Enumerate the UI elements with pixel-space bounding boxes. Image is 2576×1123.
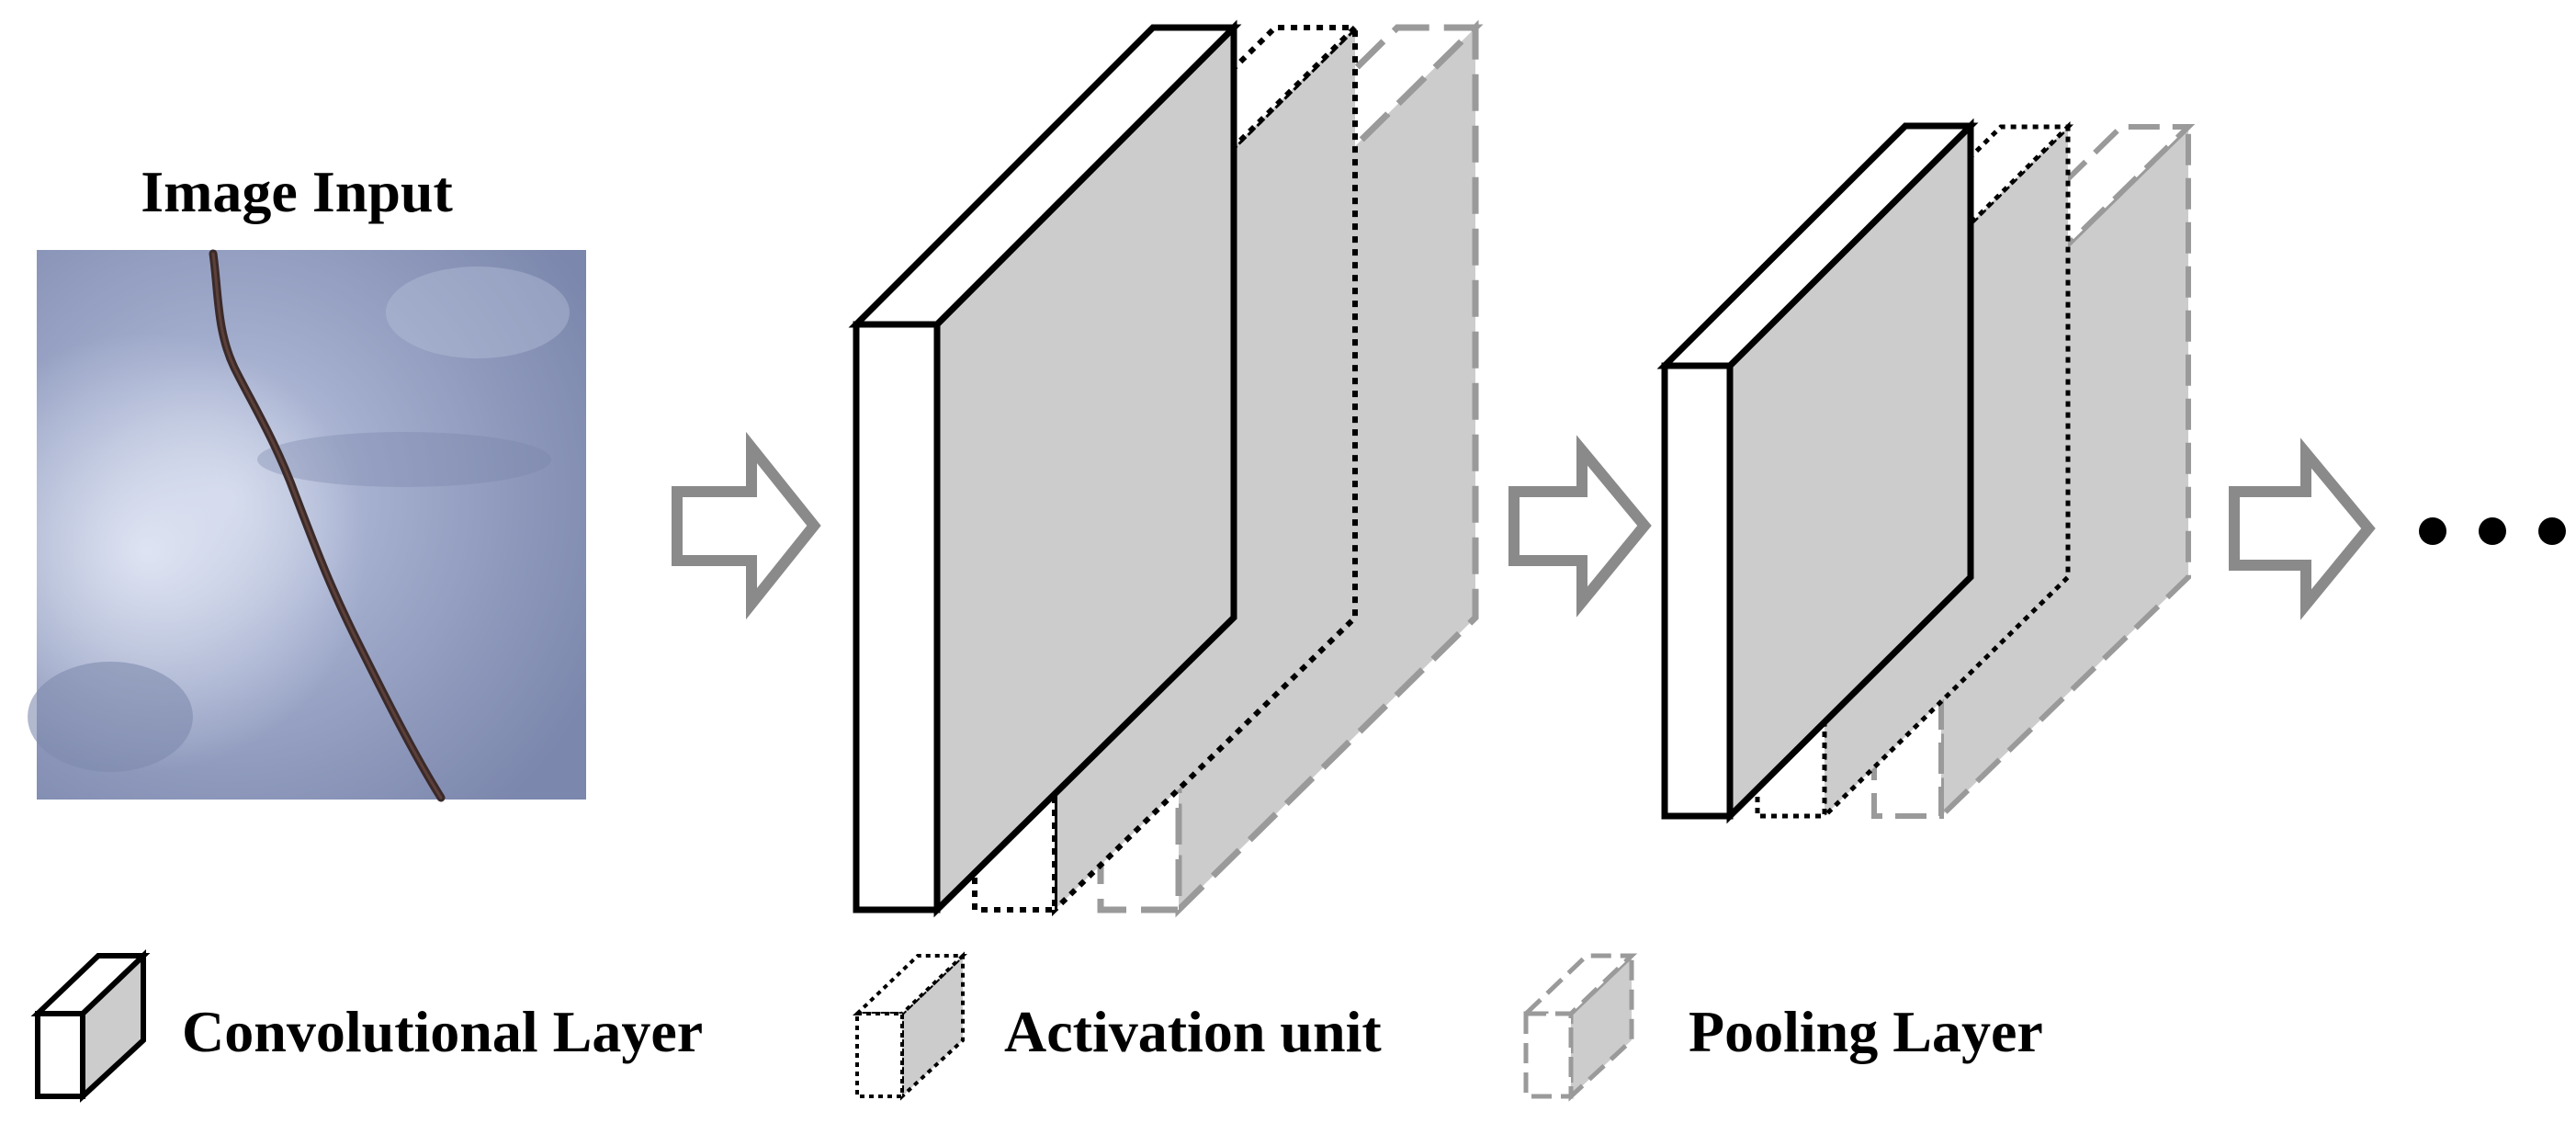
right-arrow-icon xyxy=(2229,437,2376,620)
layer-block-2 xyxy=(1656,118,2196,824)
activation-legend-cube-icon xyxy=(853,951,967,1101)
right-arrow-icon xyxy=(1508,435,1652,618)
convolutional-layer-2 xyxy=(1656,118,1979,824)
layer-block-1 xyxy=(848,19,1484,918)
image-input-title: Image Input xyxy=(141,159,453,224)
legend: Convolutional Layer Activation unit Pool… xyxy=(30,948,2043,1103)
ellipsis-icon xyxy=(2419,517,2566,545)
legend-conv-label: Convolutional Layer xyxy=(182,999,703,1064)
input-image xyxy=(28,249,586,802)
conv-legend-cube-icon xyxy=(30,948,151,1103)
pooling-legend-cube-icon xyxy=(1520,950,1638,1102)
convolutional-layer-1 xyxy=(848,19,1242,918)
legend-pooling-label: Pooling Layer xyxy=(1689,999,2043,1064)
legend-activation-label: Activation unit xyxy=(1004,999,1382,1064)
right-arrow-icon xyxy=(672,431,821,620)
